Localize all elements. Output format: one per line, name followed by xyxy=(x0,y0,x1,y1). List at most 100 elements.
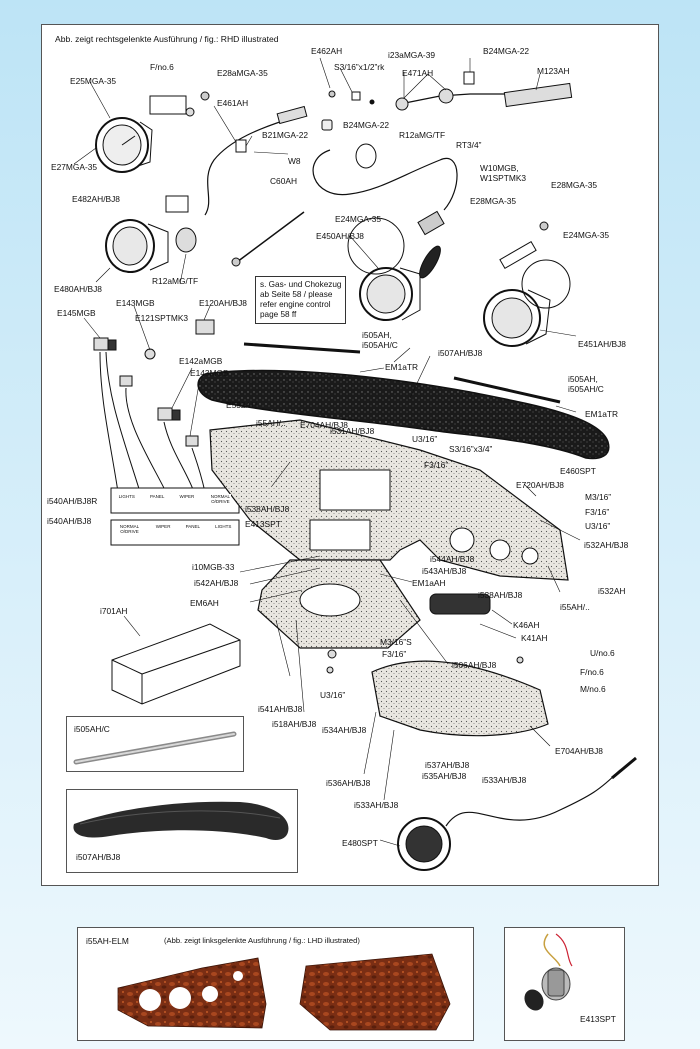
label-i544ah: i544AH/BJ8 xyxy=(430,554,475,564)
gauge-e480ah xyxy=(105,219,197,273)
label-e471ah: E471AH xyxy=(402,68,434,78)
label-i540ah: i540AH/BJ8 xyxy=(47,516,92,526)
label-em1aah: EM1aAH xyxy=(412,578,446,588)
label-i531ah: i531AH/BJ8 xyxy=(330,426,375,436)
label-r12amgtf-left: R12aMG/TF xyxy=(152,276,199,286)
label-u316-low: U3/16” xyxy=(320,690,346,700)
label-e532ah: E532AH xyxy=(226,400,258,410)
switch-label-wiper-2: WIPER xyxy=(155,524,171,534)
gauge-e450ah xyxy=(347,210,445,321)
label-i542ah: i542AH/BJ8 xyxy=(194,578,239,588)
label-i533ah-low: i533AH/BJ8 xyxy=(354,800,399,810)
label-w8: W8 xyxy=(288,156,301,166)
label-fno6-low: F/no.6 xyxy=(580,667,604,677)
label-e28amga35: E28aMGA-35 xyxy=(217,68,268,78)
label-e413spt-mid: E413SPT xyxy=(245,519,281,529)
label-i534ah: i534AH/BJ8 xyxy=(322,725,367,735)
label-i533ah-right: i533AH/BJ8 xyxy=(482,775,527,785)
label-e462ah: E462AH xyxy=(311,46,343,56)
label-e450ah: E450AH/BJ8 xyxy=(316,231,364,241)
main-caption: Abb. zeigt rechtsgelenkte Ausführung / f… xyxy=(55,34,279,44)
label-i535ah: i535AH/BJ8 xyxy=(422,771,467,781)
label-i505ah: i505AH, i505AH/C xyxy=(362,330,398,350)
label-b24mga22-top: B24MGA-22 xyxy=(483,46,530,56)
label-i538ah-left: i538AH/BJ8 xyxy=(245,504,290,514)
label-rt34: RT3/4” xyxy=(456,140,482,150)
label-m316-right: M3/16” xyxy=(585,492,612,502)
switch-label-panel-2: PANEL xyxy=(185,524,201,534)
label-i10mgb33: i10MGB-33 xyxy=(192,562,235,572)
label-i23amga39: i23aMGA-39 xyxy=(388,50,436,60)
label-e24mga35-right: E24MGA-35 xyxy=(563,230,610,240)
label-m316s: M3/16”S xyxy=(380,637,412,647)
switch-label-lights: LIGHTS xyxy=(118,494,135,504)
label-i532ah: i532AH xyxy=(598,586,626,596)
label-e142amgb: E142aMGB xyxy=(179,356,223,366)
label-e704ah-low: E704AH/BJ8 xyxy=(555,746,603,756)
switch-label-wiper: WIPER xyxy=(179,494,195,504)
label-i506ah: i506AH/BJ8 xyxy=(452,660,497,670)
gauge-e25mga35 xyxy=(95,117,153,173)
label-i538ah-right: i538AH/BJ8 xyxy=(478,590,523,600)
gauge-e451ah xyxy=(483,221,571,347)
label-f316-mid: F3/16” xyxy=(424,460,449,470)
panel-i55ah-elm-part: i55AH-ELM xyxy=(86,936,129,946)
label-e480spt: E480SPT xyxy=(342,838,378,848)
label-s3x34: S3/16”x3/4” xyxy=(449,444,493,454)
label-k41ah: K41AH xyxy=(521,633,548,643)
label-e482ah: E482AH/BJ8 xyxy=(72,194,120,204)
label-fno6-top: F/no.6 xyxy=(150,62,174,72)
label-w10mgb: W10MGB, W1SPTMK3 xyxy=(480,163,527,183)
switch-label-overdrive-2: NORMAL O/DRIVE xyxy=(118,524,141,534)
switch-panel-row2: NORMAL O/DRIVE WIPER PANEL LIGHTS xyxy=(111,524,239,534)
inset-i505ah-c-label: i505AH/C xyxy=(74,724,110,734)
label-u316-top: U3/16” xyxy=(412,434,438,444)
label-f316-low: F3/16” xyxy=(382,649,407,659)
inset-i507ah-label: i507AH/BJ8 xyxy=(76,852,121,862)
label-em1atr-left: EM1aTR xyxy=(385,362,419,372)
label-i518ah: i518AH/BJ8 xyxy=(272,719,317,729)
label-e145mgb: E145MGB xyxy=(57,308,96,318)
label-e461ah: E461AH xyxy=(217,98,249,108)
label-e121sptmk3: E121SPTMK3 xyxy=(135,313,189,323)
label-u316-right: U3/16” xyxy=(585,521,611,531)
label-e720ah: E720AH/BJ8 xyxy=(516,480,564,490)
label-c60ah: C60AH xyxy=(270,176,297,186)
label-i541ah: i541AH/BJ8 xyxy=(258,704,303,714)
panel-e413spt-label: E413SPT xyxy=(580,1014,616,1024)
label-i505ah-right: i505AH, i505AH/C xyxy=(568,374,604,394)
label-e120ah: E120AH/BJ8 xyxy=(199,298,247,308)
label-e480ah: E480AH/BJ8 xyxy=(54,284,102,294)
label-mno6: M/no.6 xyxy=(580,684,606,694)
label-k46ah: K46AH xyxy=(513,620,540,630)
label-e25mga35: E25MGA-35 xyxy=(70,76,117,86)
label-i701ah: i701AH xyxy=(100,606,128,616)
label-e24mga35-left: E24MGA-35 xyxy=(335,214,382,224)
label-r12amgtf-top: R12aMG/TF xyxy=(399,130,446,140)
label-e704ah-top: E704AH/BJ8 xyxy=(300,420,348,430)
label-i536ah: i536AH/BJ8 xyxy=(326,778,371,788)
label-b21mga22: B21MGA-22 xyxy=(262,130,309,140)
label-uno6: U/no.6 xyxy=(590,648,615,658)
label-i532ah-bj8: i532AH/BJ8 xyxy=(584,540,629,550)
label-e143mgb-low: E143MGB xyxy=(190,368,229,378)
panel-i55ah-elm-caption: (Abb. zeigt linksgelenkte Ausführung / f… xyxy=(164,936,360,945)
label-s3-rk: S3/16”x1/2”rk xyxy=(334,62,385,72)
switch-label-overdrive: NORMAL O/DRIVE xyxy=(209,494,232,504)
label-e28mga35-right: E28MGA-35 xyxy=(551,180,598,190)
label-e460spt: E460SPT xyxy=(560,466,596,476)
switch-label-lights-2: LIGHTS xyxy=(215,524,232,534)
label-i540ah-r: i540AH/BJ8R xyxy=(47,496,98,506)
label-i537ah: i537AH/BJ8 xyxy=(425,760,470,770)
label-i55ah-top: i55AH/.. xyxy=(256,418,286,428)
switch-label-panel: PANEL xyxy=(149,494,165,504)
label-em1atr-right: EM1aTR xyxy=(585,409,619,419)
label-i543ah: i543AH/BJ8 xyxy=(422,566,467,576)
label-f316-right: F3/16” xyxy=(585,507,610,517)
label-m123ah: M123AH xyxy=(537,66,570,76)
label-i55ah-mid: i55AH/.. xyxy=(560,602,590,612)
label-e143mgb-top: E143MGB xyxy=(116,298,155,308)
label-e451ah: E451AH/BJ8 xyxy=(578,339,626,349)
label-em6ah: EM6AH xyxy=(190,598,219,608)
label-i507ah: i507AH/BJ8 xyxy=(438,348,483,358)
